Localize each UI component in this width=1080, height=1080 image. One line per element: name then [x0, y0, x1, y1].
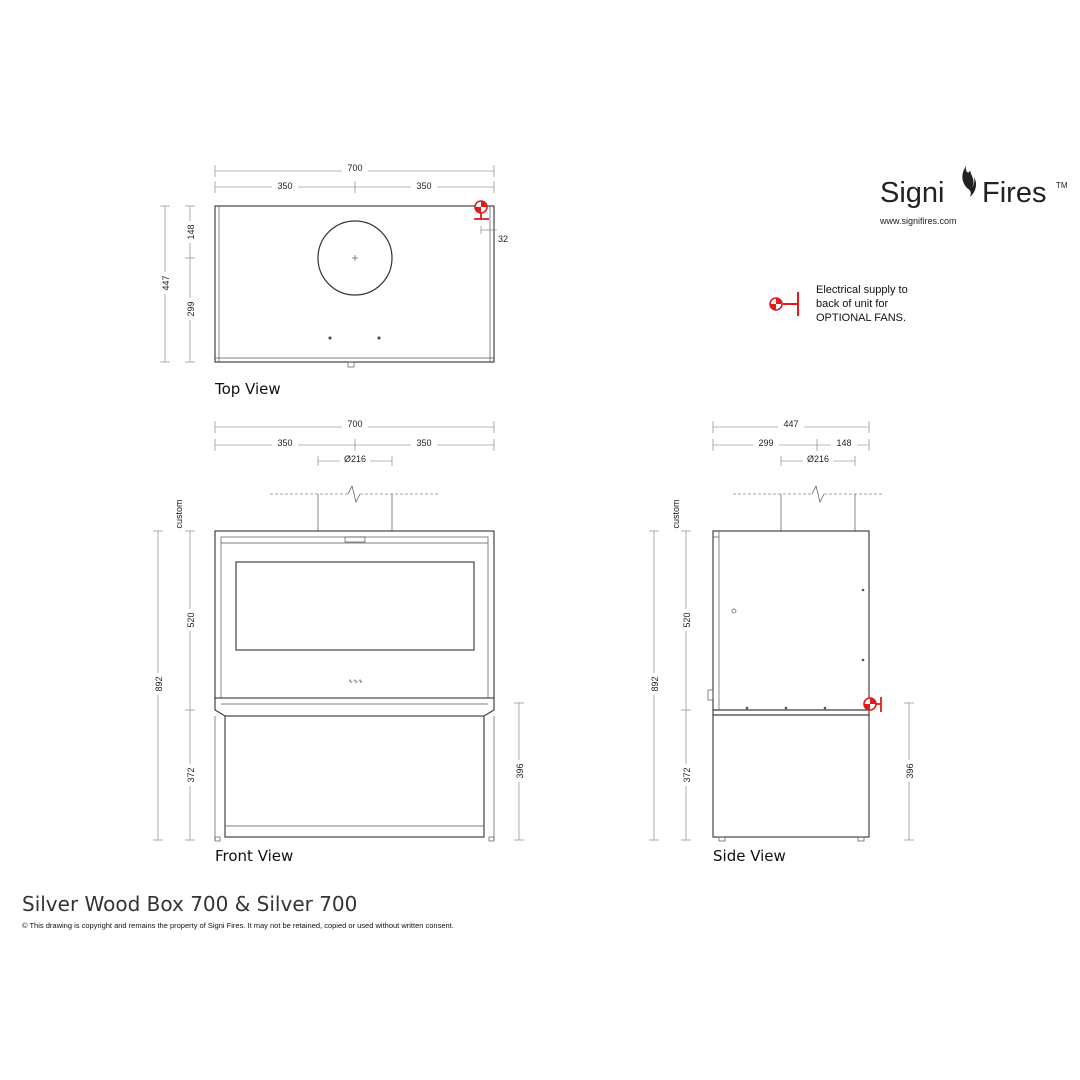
top-width-left: 350: [277, 181, 292, 191]
side-depth-total: 447: [783, 419, 798, 429]
legend-line-2: back of unit for: [816, 298, 888, 310]
front-width-left: 350: [277, 438, 292, 448]
top-depth-total: 447: [161, 275, 171, 290]
side-flue-diameter: Ø216: [807, 454, 829, 464]
socket-icon: [769, 292, 799, 316]
side-height-total: 892: [650, 676, 660, 691]
side-log-store: [712, 714, 870, 838]
drawing-title: Silver Wood Box 700 & Silver 700: [22, 892, 357, 916]
side-height-upper: 520: [682, 612, 692, 627]
brand-name-fires: Fires: [982, 177, 1046, 209]
front-ashlip: [214, 697, 495, 717]
front-height-total: 892: [154, 676, 164, 691]
front-view-label: Front View: [215, 847, 293, 865]
side-view-label: Side View: [713, 847, 786, 865]
legend-line-3: OPTIONAL FANS.: [816, 312, 906, 324]
front-width-right: 350: [416, 438, 431, 448]
side-depth-a: 299: [758, 438, 773, 448]
front-width-total: 700: [347, 419, 362, 429]
front-log-store: [224, 715, 485, 838]
front-height-box: 396: [515, 763, 525, 778]
trademark: TM: [1056, 181, 1068, 190]
legend-line-1: Electrical supply to: [816, 284, 908, 296]
top-socket-offset: 32: [498, 234, 508, 244]
side-socket-icon: [863, 697, 882, 712]
side-stove-body: [712, 530, 870, 711]
brand-url: www.signifires.com: [879, 216, 957, 226]
side-height-box: 396: [905, 763, 915, 778]
copyright-notice: © This drawing is copyright and remains …: [22, 921, 454, 930]
flame-icon: [962, 166, 977, 197]
top-view: 700 350 350 32 447: [159, 163, 508, 398]
side-depth-b: 148: [836, 438, 851, 448]
maker-badge: ∿∿∿: [347, 678, 362, 685]
front-flue-custom: custom: [174, 499, 184, 528]
top-depth-front: 148: [186, 224, 196, 239]
front-glass-window: [235, 561, 475, 651]
front-view: 700 350 350 Ø216 ∿∿∿: [152, 419, 525, 865]
top-width-right: 350: [416, 181, 431, 191]
front-flue-diameter: Ø216: [344, 454, 366, 464]
side-flue-custom: custom: [671, 499, 681, 528]
top-socket-icon: [474, 200, 489, 220]
top-width-total: 700: [347, 163, 362, 173]
top-view-label: Top View: [214, 380, 281, 398]
flue-outlet: [317, 220, 393, 296]
brand-name: Signi: [880, 177, 945, 209]
top-depth-back: 299: [186, 301, 196, 316]
front-stove-body: [214, 530, 495, 699]
brand-logo: Signi Fires TM www.signifires.com: [879, 166, 1068, 226]
front-height-upper: 520: [186, 612, 196, 627]
side-height-lower: 372: [682, 767, 692, 782]
side-view: 447 299 148 Ø216: [648, 419, 915, 865]
front-height-lower: 372: [186, 767, 196, 782]
electrical-legend: Electrical supply to back of unit for OP…: [769, 284, 908, 324]
top-view-outline: [214, 205, 495, 363]
